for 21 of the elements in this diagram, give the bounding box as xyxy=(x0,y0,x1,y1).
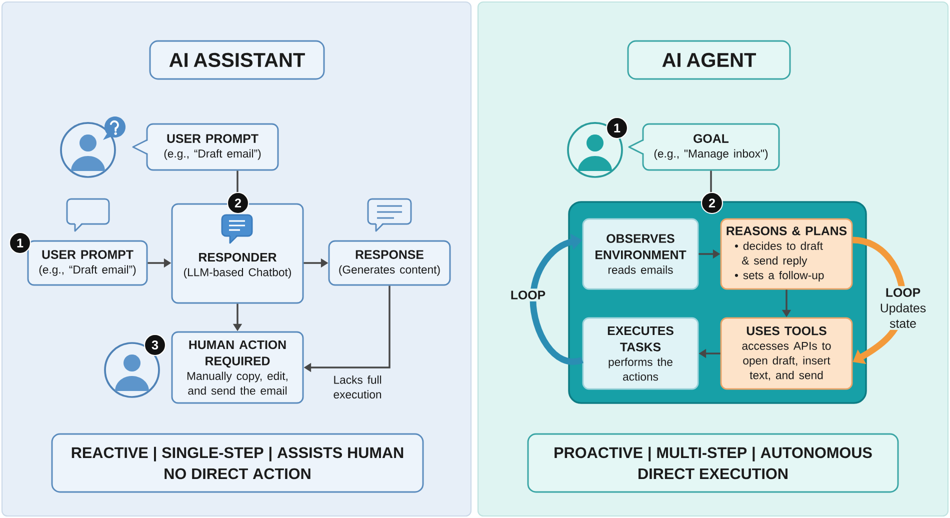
edge-label: LOOP Updates state xyxy=(874,286,932,330)
summary-box: REACTIVE | SINGLE-STEP | ASSISTS HUMAN NO DIRECT ACTION xyxy=(51,433,424,493)
process-box: RESPONSE (Generates content) xyxy=(328,240,451,286)
process-box: USER PROMPT (e.g., “Draft email”) xyxy=(27,240,148,286)
process-box: REASONS & PLANS • decides to draft & send reply • sets a follow-up xyxy=(720,218,853,290)
process-box: EXECUTES TASKS performs the actions xyxy=(582,317,699,390)
summary-box: PROACTIVE | MULTI-STEP | AUTONOMOUS DIRECT EXECUTION xyxy=(527,433,899,493)
title-box: AI AGENT xyxy=(627,40,791,80)
process-box: USES TOOLS accesses APIs to open draft, insert text, and send xyxy=(720,317,853,390)
process-box: HUMAN ACTION REQUIRED Manually copy, edit, and send the email xyxy=(171,331,304,404)
callout-number: 3 xyxy=(144,334,166,356)
callout-number: 1 xyxy=(8,232,32,254)
callout-number: 2 xyxy=(226,192,250,214)
speech-bubble: GOAL (e.g., "Manage inbox") xyxy=(628,123,780,171)
edge-label: LOOP xyxy=(508,288,548,302)
callout-number: 1 xyxy=(606,116,628,140)
callout-number: 2 xyxy=(700,192,724,214)
edge-label: Lacks full execution xyxy=(334,376,382,398)
process-box: OBSERVES ENVIRONMENT reads emails xyxy=(582,218,699,290)
title-box: AI ASSISTANT xyxy=(149,40,325,80)
speech-bubble: USER PROMPT (e.g., “Draft email”) xyxy=(132,123,279,171)
